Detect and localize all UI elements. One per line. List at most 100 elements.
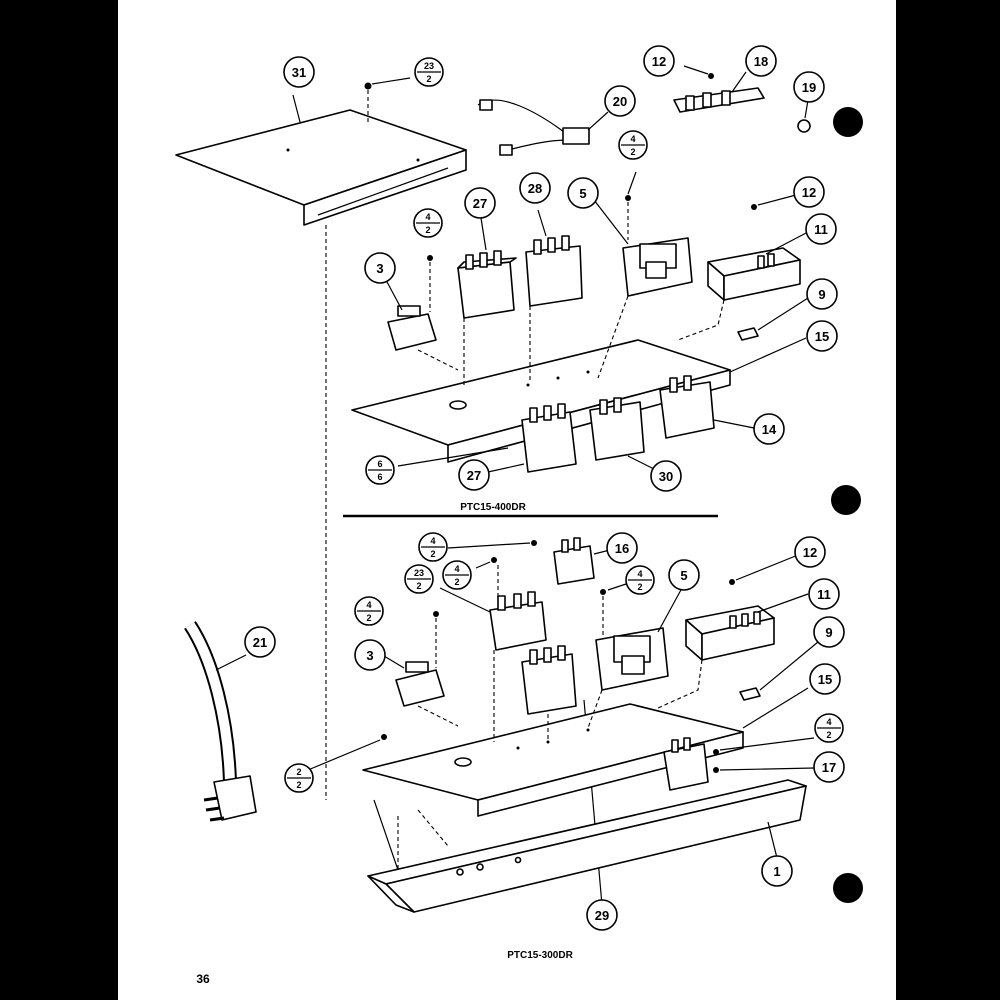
callout-11a: 11 <box>805 213 837 245</box>
relay-28 <box>525 209 583 307</box>
relay-14 <box>659 375 755 439</box>
base-plate-top <box>351 337 807 463</box>
callout-9a: 9 <box>806 278 838 310</box>
callout-12c: 12 <box>794 536 826 568</box>
svg-text:5: 5 <box>680 568 687 583</box>
callout-18: 18 <box>745 45 777 77</box>
callout-3b: 3 <box>354 639 386 671</box>
svg-text:11: 11 <box>817 587 831 602</box>
svg-text:11: 11 <box>814 222 828 237</box>
callout-27b: 27 <box>458 459 490 491</box>
svg-text:9: 9 <box>818 287 825 302</box>
svg-text:28: 28 <box>528 181 542 196</box>
svg-text:17: 17 <box>822 760 836 775</box>
callout-15b: 15 <box>809 663 841 695</box>
clip-bottom <box>739 687 761 701</box>
page-number: 36 <box>196 972 210 986</box>
svg-text:12: 12 <box>652 54 666 69</box>
screw-top <box>364 77 411 125</box>
control-box-bottom <box>685 554 809 661</box>
svg-text:2: 2 <box>296 767 301 777</box>
svg-text:2: 2 <box>426 74 431 84</box>
callout-30: 30 <box>650 460 682 492</box>
relay-23-bottom <box>439 587 547 651</box>
svg-text:15: 15 <box>818 672 832 687</box>
fraction-callout-11: 22 <box>284 763 314 793</box>
svg-text:4: 4 <box>430 536 435 546</box>
fraction-callout-7: 232 <box>404 564 434 594</box>
binder-hole-2 <box>831 485 861 515</box>
relay-30 <box>589 397 657 471</box>
svg-text:19: 19 <box>802 80 816 95</box>
callout-1: 1 <box>761 855 793 887</box>
fraction-callout-5: 42 <box>418 532 448 562</box>
callout-9b: 9 <box>813 616 845 648</box>
svg-text:4: 4 <box>454 564 459 574</box>
callout-31: 31 <box>283 56 315 88</box>
callout-16: 16 <box>606 532 638 564</box>
callout-14: 14 <box>753 413 785 445</box>
switch-top <box>385 255 437 351</box>
control-box-top <box>707 194 809 301</box>
svg-text:4: 4 <box>366 600 371 610</box>
svg-text:31: 31 <box>292 65 306 80</box>
callout-27a: 27 <box>464 187 496 219</box>
fraction-callout-10: 42 <box>814 713 844 743</box>
svg-text:2: 2 <box>826 730 831 740</box>
relay-17 <box>663 737 815 791</box>
svg-text:23: 23 <box>414 568 424 578</box>
fraction-callout-2: 42 <box>618 130 648 160</box>
svg-text:30: 30 <box>659 469 673 484</box>
relay-29 <box>521 645 603 906</box>
fraction-callout-9: 42 <box>354 596 384 626</box>
svg-text:4: 4 <box>630 134 635 144</box>
fraction-callout-6: 42 <box>442 560 472 590</box>
transformer-top <box>593 199 693 297</box>
exploded-parts-diagram: PTC15-400DR <box>175 45 863 986</box>
svg-text:12: 12 <box>803 545 817 560</box>
svg-text:6: 6 <box>377 459 382 469</box>
grommet <box>797 119 811 133</box>
relay-27-lower <box>487 403 577 473</box>
callout-5a: 5 <box>567 177 599 209</box>
callout-29: 29 <box>586 899 618 931</box>
svg-text:1: 1 <box>773 864 780 879</box>
callout-12a: 12 <box>643 45 675 77</box>
fraction-callout-3: 42 <box>413 208 443 238</box>
svg-text:2: 2 <box>430 549 435 559</box>
transformer-bottom <box>595 587 683 691</box>
svg-text:12: 12 <box>802 185 816 200</box>
svg-text:21: 21 <box>253 635 267 650</box>
fraction-callout-8: 42 <box>625 565 655 595</box>
svg-text:23: 23 <box>424 61 434 71</box>
svg-text:4: 4 <box>425 212 430 222</box>
svg-text:15: 15 <box>815 329 829 344</box>
callout-5b: 5 <box>668 559 700 591</box>
callout-17: 17 <box>813 751 845 783</box>
svg-text:14: 14 <box>762 422 777 437</box>
fraction-callout-1: 232 <box>414 57 444 87</box>
caption-ptc15-400dr: PTC15-400DR <box>460 502 526 513</box>
leader-31 <box>292 94 301 123</box>
callout-15a: 15 <box>806 320 838 352</box>
leader-6-6 <box>397 447 509 467</box>
svg-text:27: 27 <box>473 196 487 211</box>
callout-12b: 12 <box>793 176 825 208</box>
svg-text:2: 2 <box>637 582 642 592</box>
svg-text:3: 3 <box>376 261 383 276</box>
svg-text:4: 4 <box>826 717 831 727</box>
svg-text:2: 2 <box>366 613 371 623</box>
power-cord <box>184 621 257 822</box>
caption-ptc15-300dr: PTC15-300DR <box>507 950 573 961</box>
callout-20: 20 <box>604 85 636 117</box>
clip-top <box>737 327 759 341</box>
svg-text:18: 18 <box>754 54 768 69</box>
switch-bottom <box>383 611 445 707</box>
wire-harness <box>477 99 609 156</box>
binder-hole-1 <box>833 107 863 137</box>
cover-panel <box>175 109 467 226</box>
svg-text:5: 5 <box>579 186 586 201</box>
svg-text:16: 16 <box>615 541 629 556</box>
binder-hole-3 <box>833 873 863 903</box>
svg-text:9: 9 <box>825 625 832 640</box>
